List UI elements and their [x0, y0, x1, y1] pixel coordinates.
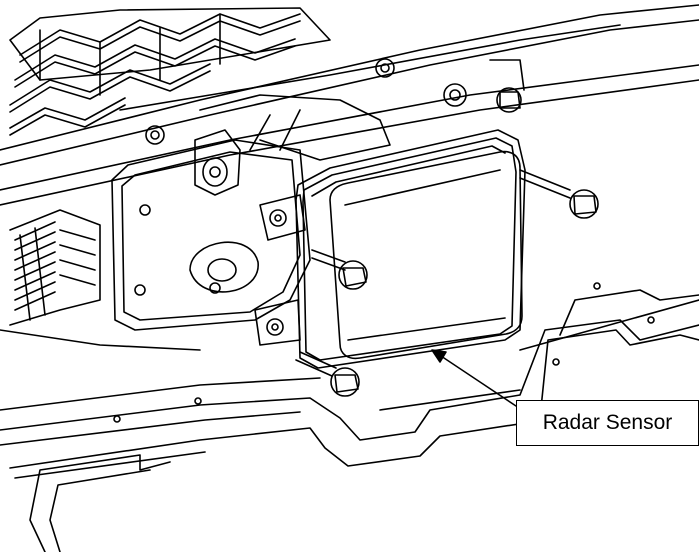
callout-text: Radar Sensor	[542, 411, 673, 434]
upper-beam	[0, 4, 699, 206]
radar-sensor-callout-label: Radar Sensor	[516, 400, 699, 446]
callout-leader	[431, 349, 517, 407]
side-vent	[9, 209, 101, 326]
radar-sensor	[295, 129, 599, 397]
bumper-fascia	[0, 282, 699, 552]
grille	[9, 7, 331, 136]
lower-bolt	[295, 351, 360, 397]
mounting-bracket	[111, 94, 391, 346]
side-bolt	[519, 169, 599, 219]
upper-bolt	[311, 249, 368, 290]
